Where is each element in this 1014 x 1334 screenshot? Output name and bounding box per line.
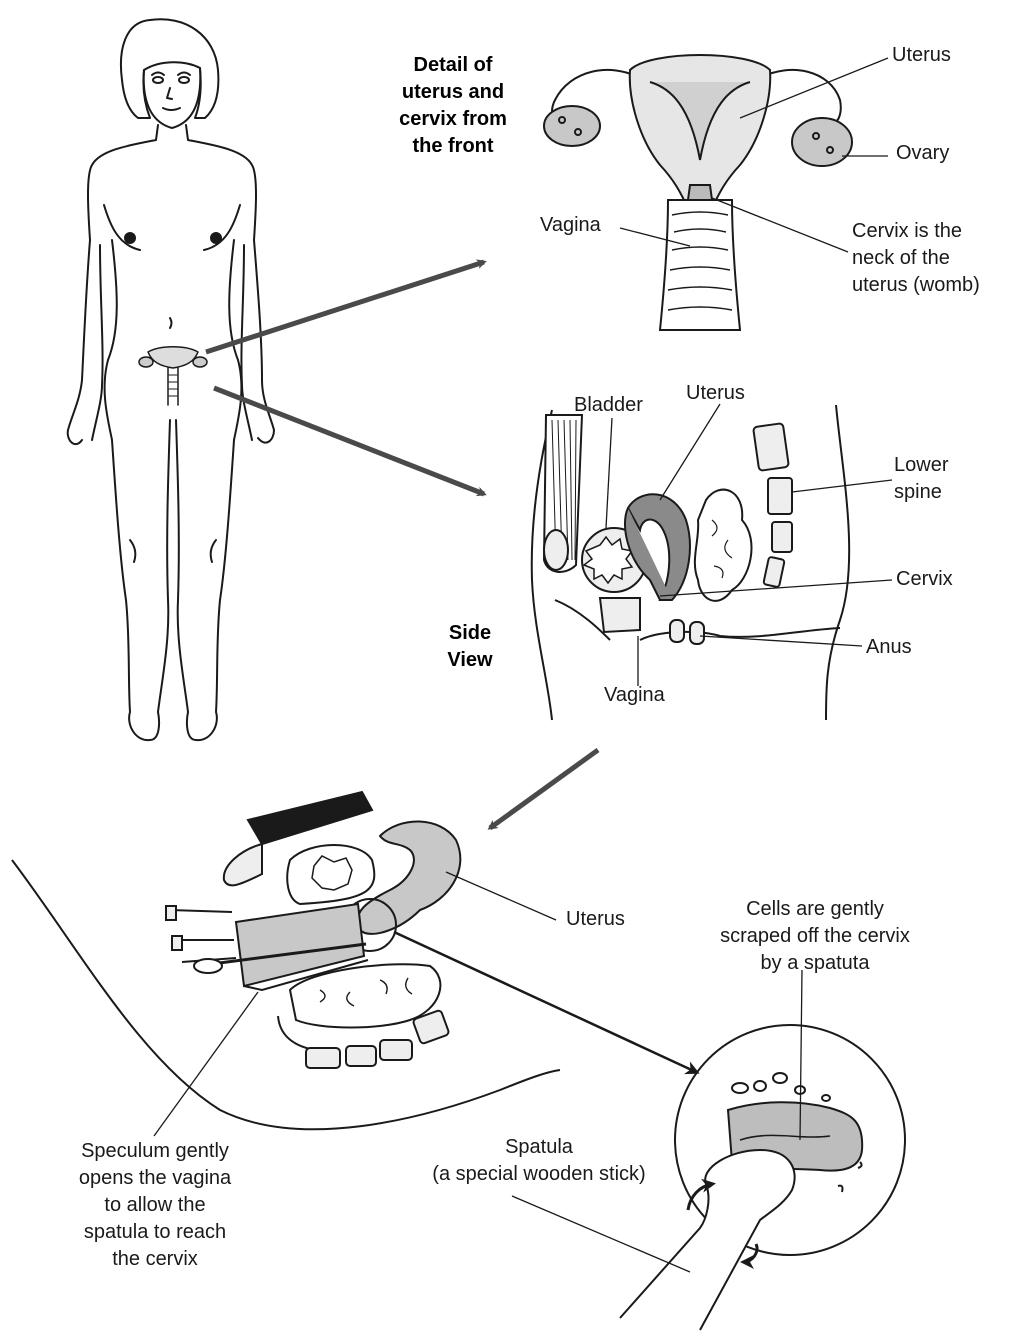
side-lower-spine-line-2: spine [894,479,948,506]
cells-line-2: scraped off the cervix [690,923,940,950]
front-cervix-line-2: neck of the [852,245,980,272]
front-cervix-line-3: uterus (womb) [852,272,980,299]
side-anus-label: Anus [866,634,912,661]
spatula-line-2: (a special wooden stick) [404,1161,674,1188]
spatula-label: Spatula (a special wooden stick) [404,1134,674,1188]
side-uterus-label: Uterus [686,380,745,407]
woman-figure [68,19,274,740]
cells-line-3: by a spatuta [690,950,940,977]
speculum-line-1: Speculum gently [50,1138,260,1165]
speculum-line-2: opens the vagina [50,1165,260,1192]
cells-scraped-label: Cells are gently scraped off the cervix … [690,896,940,977]
front-uterus-label: Uterus [892,42,951,69]
speculum-line-4: spatula to reach [50,1219,260,1246]
front-ovary-label: Ovary [896,140,949,167]
front-title-line-3: cervix from [380,106,526,133]
speculum-line-3: to allow the [50,1192,260,1219]
side-cervix-label: Cervix [896,566,953,593]
front-title-line-2: uterus and [380,79,526,106]
side-vagina-label: Vagina [604,682,665,709]
side-title-line-1: Side [428,620,512,647]
spatula-line-1: Spatula [404,1134,674,1161]
cells-line-1: Cells are gently [690,896,940,923]
front-cervix-label: Cervix is the neck of the uterus (womb) [852,218,980,299]
front-cervix-line-1: Cervix is the [852,218,980,245]
procedure-diagram [12,792,696,1129]
side-bladder-label: Bladder [574,392,643,419]
front-vagina-label: Vagina [540,212,601,239]
front-uterus-diagram [544,55,852,330]
side-lower-spine-label: Lower spine [894,452,948,506]
connector-arrows [206,262,598,828]
side-view-title: Side View [428,620,512,674]
side-lower-spine-line-1: Lower [894,452,948,479]
side-title-line-2: View [428,647,512,674]
speculum-label: Speculum gently opens the vagina to allo… [50,1138,260,1273]
procedure-uterus-label: Uterus [566,906,625,933]
front-title-line-4: the front [380,133,526,160]
front-view-title: Detail of uterus and cervix from the fro… [380,52,526,160]
speculum-line-5: the cervix [50,1246,260,1273]
front-title-line-1: Detail of [380,52,526,79]
